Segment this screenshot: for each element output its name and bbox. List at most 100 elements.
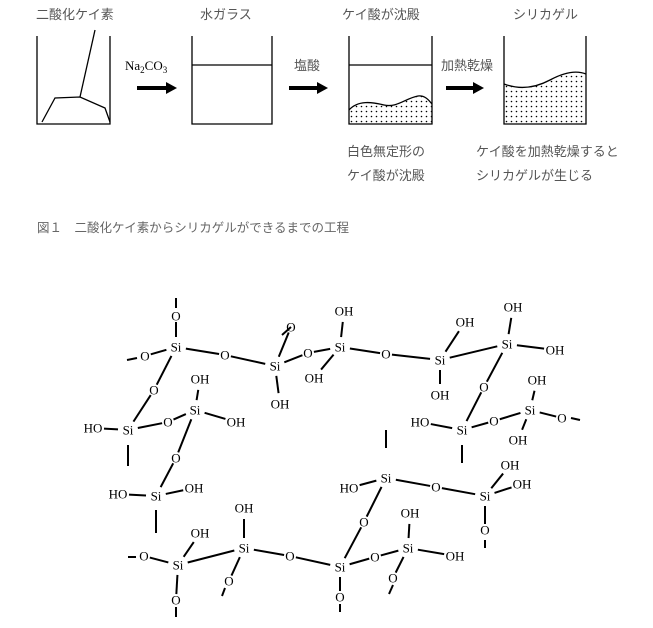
bond-line [349, 557, 370, 566]
oxygen-atom: O [171, 451, 180, 466]
oxygen-atom: O [388, 571, 397, 586]
hydroxyl-group: OH [509, 433, 528, 448]
hydroxyl-group: OH [191, 526, 210, 541]
hydroxyl-group: OH [501, 458, 520, 473]
bond-line [165, 489, 184, 495]
hydroxyl-group: OH [185, 481, 204, 496]
bond-line [365, 486, 383, 518]
bond-line [253, 548, 285, 556]
oxygen-atom: O [335, 590, 344, 605]
bond-line [195, 389, 200, 401]
bond-line [103, 427, 119, 431]
arrow-na2co3: Na2CO3 [125, 58, 177, 94]
arrow-heat-dry: 加熱乾燥 [441, 59, 493, 94]
arrow-hydrochloric-acid: 塩酸 [289, 59, 328, 94]
bond-line [417, 548, 445, 556]
silicon-atom: Si [123, 423, 134, 438]
bond-line [150, 348, 167, 356]
hydroxyl-group: OH [191, 372, 210, 387]
bond-line [490, 472, 504, 489]
hydroxyl-group: HO [109, 487, 128, 502]
bond-stub [388, 584, 394, 595]
oxygen-atom: O [220, 348, 229, 363]
hydroxyl-group: OH [227, 415, 246, 430]
bond-line [149, 556, 169, 564]
silicon-atom: Si [335, 340, 346, 355]
hydroxyl-group: OH [235, 501, 254, 516]
bond-stub [570, 417, 581, 421]
silicon-atom: Si [457, 423, 468, 438]
silicon-atom: Si [335, 560, 346, 575]
oxygen-atom: O [431, 480, 440, 495]
step-label-water-glass: 水ガラス [200, 8, 252, 23]
oxygen-atom: O [139, 549, 148, 564]
bond-stub [126, 357, 138, 361]
oxygen-atom: O [381, 347, 390, 362]
bond-line [531, 390, 536, 401]
hydroxyl-group: HO [411, 415, 430, 430]
svg-text:加熱乾燥: 加熱乾燥 [441, 59, 493, 74]
bond-line [494, 486, 512, 494]
hydroxyl-group: OH [335, 304, 354, 319]
bond-line [159, 462, 175, 488]
silicon-atom: Si [151, 489, 162, 504]
bond-line [359, 479, 377, 487]
note-white-amorphous-1: 白色無定形の [347, 144, 425, 160]
oxygen-atom: O [171, 593, 180, 608]
oxygen-atom: O [149, 383, 158, 398]
bond-line [441, 487, 476, 496]
bond-stub [281, 326, 292, 336]
beaker-water-glass [191, 36, 273, 125]
bond-line [391, 353, 431, 360]
hydroxyl-group: OH [401, 506, 420, 521]
hydroxyl-group: OH [528, 373, 547, 388]
oxygen-atom: O [163, 415, 172, 430]
bond-line [277, 332, 290, 358]
bond-line [343, 526, 363, 559]
bond-line [471, 421, 489, 429]
bond-line [155, 355, 173, 386]
hydroxyl-group: OH [271, 397, 290, 412]
oxygen-atom: O [370, 550, 379, 565]
oxygen-atom: O [171, 309, 180, 324]
bond-line [132, 394, 152, 423]
oxygen-atom: O [359, 515, 368, 530]
silicon-atom: Si [435, 353, 446, 368]
hydroxyl-group: OH [456, 315, 475, 330]
beaker-silicic-acid [348, 36, 433, 125]
silicon-atom: Si [403, 541, 414, 556]
bond-line [521, 418, 528, 431]
oxygen-atom: O [140, 349, 149, 364]
bond-line [499, 411, 521, 421]
step-label-silica-gel: シリカゲル [513, 8, 578, 23]
bond-line [295, 556, 331, 566]
bond-line [444, 330, 460, 353]
silicon-atom: Si [381, 471, 392, 486]
bond-line [320, 354, 335, 371]
bond-line [407, 523, 411, 539]
note-heat-dry-2: シリカゲルが生じる [476, 169, 593, 184]
bond-stub [221, 587, 226, 597]
bond-line [230, 355, 266, 365]
step-label-silicon-dioxide: 二酸化ケイ素 [36, 8, 114, 23]
step-label-silicic-acid-precipitate: ケイ酸が沈殿 [342, 8, 420, 23]
silicon-atom: Si [270, 359, 281, 374]
oxygen-atom: O [224, 574, 233, 589]
hydroxyl-group: OH [546, 343, 565, 358]
silicon-atom: Si [480, 489, 491, 504]
note-heat-dry-1: ケイ酸を加熱乾燥すると [476, 145, 619, 160]
figure-caption: 図１ 二酸化ケイ素からシリカゲルができるまでの工程 [37, 220, 350, 235]
svg-text:塩酸: 塩酸 [294, 59, 320, 74]
bond-line [275, 375, 280, 394]
silicon-atom: Si [173, 558, 184, 573]
bond-line [485, 352, 504, 383]
bond-line [507, 317, 513, 335]
oxygen-atom: O [557, 411, 566, 426]
hydroxyl-group: OH [504, 300, 523, 315]
hydroxyl-group: HO [340, 481, 359, 496]
bond-line [230, 556, 241, 576]
oxygen-atom: O [303, 346, 312, 361]
bond-line [349, 347, 381, 355]
